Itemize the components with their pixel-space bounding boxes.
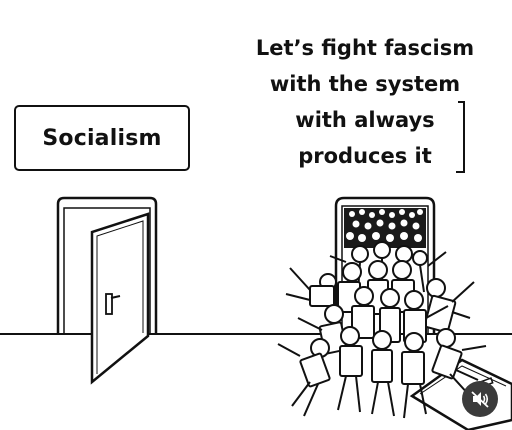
sign-label: Socialism bbox=[42, 125, 162, 151]
crowd-stick-figures bbox=[277, 241, 487, 419]
caption-line-3: with always bbox=[295, 108, 435, 132]
socialism-sign: Socialism bbox=[14, 105, 190, 171]
caption-bracket bbox=[456, 101, 465, 173]
caption-line-4: produces it bbox=[298, 144, 432, 168]
speaker-muted-icon bbox=[471, 391, 489, 408]
caption-line-1: Let’s fight fascism bbox=[255, 36, 475, 60]
mute-button[interactable] bbox=[462, 381, 498, 417]
meme-caption: Let’s fight fascism with the system with… bbox=[240, 30, 490, 174]
caption-line-2: with the system bbox=[269, 72, 461, 96]
open-door-left bbox=[56, 196, 158, 385]
